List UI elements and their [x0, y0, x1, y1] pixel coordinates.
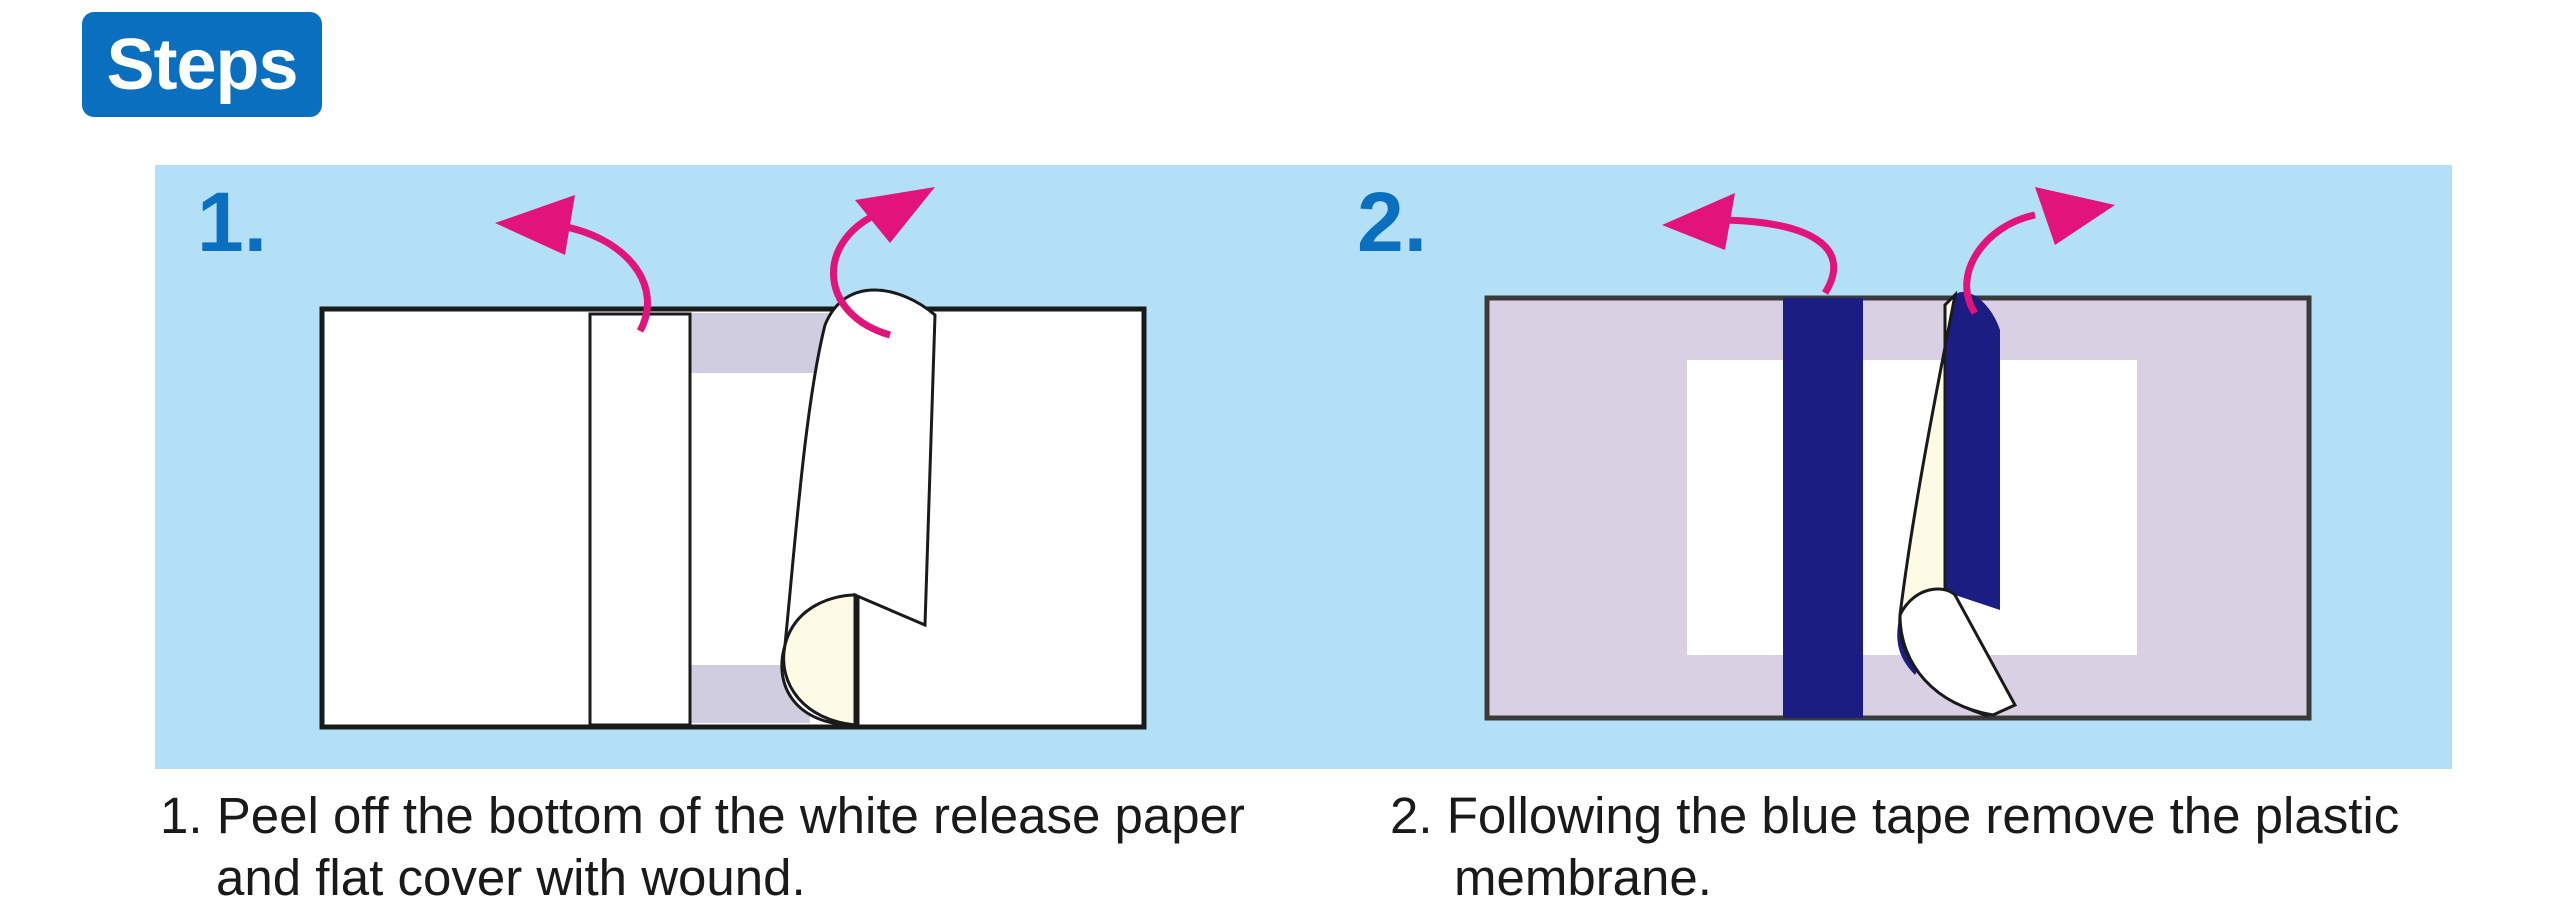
dressing-outline: [319, 306, 1147, 730]
peel-arrow-right-head: [2035, 187, 2115, 245]
step-2-caption: 2. Following the blue tape remove the pl…: [1390, 785, 2399, 909]
peel-arrow-left-shaft: [554, 221, 651, 333]
curled-membrane-edge: [1898, 587, 2018, 717]
peel-arrow-right-shaft: [829, 211, 891, 339]
blue-tape-strip: [1783, 298, 1863, 718]
step-1-caption-line-1: 1. Peel off the bottom of the white rele…: [160, 787, 1245, 844]
step-2-number: 2.: [1357, 175, 1428, 269]
step-2-illustration: [1484, 187, 2312, 721]
steps-badge: Steps: [82, 12, 322, 117]
step-1-caption: 1. Peel off the bottom of the white rele…: [160, 785, 1245, 909]
peel-arrow-right-head: [855, 187, 935, 243]
peel-arrow-left-shaft: [1714, 216, 1838, 295]
peel-arrow-left-head: [495, 195, 575, 255]
peel-arrow-left-head: [1662, 193, 1735, 250]
instructions-panel: 1. 2.: [155, 165, 2452, 769]
peel-arrow-right-shaft: [1963, 211, 2036, 315]
step-2-caption-line-1: 2. Following the blue tape remove the pl…: [1390, 787, 2400, 844]
step-1-caption-line-2: and flat cover with wound.: [216, 849, 806, 907]
step-1-illustration: [319, 187, 1147, 730]
center-release-strip: [588, 312, 692, 727]
step-1-number: 1.: [197, 175, 268, 269]
step-2-caption-line-2: membrane.: [1454, 849, 1712, 907]
